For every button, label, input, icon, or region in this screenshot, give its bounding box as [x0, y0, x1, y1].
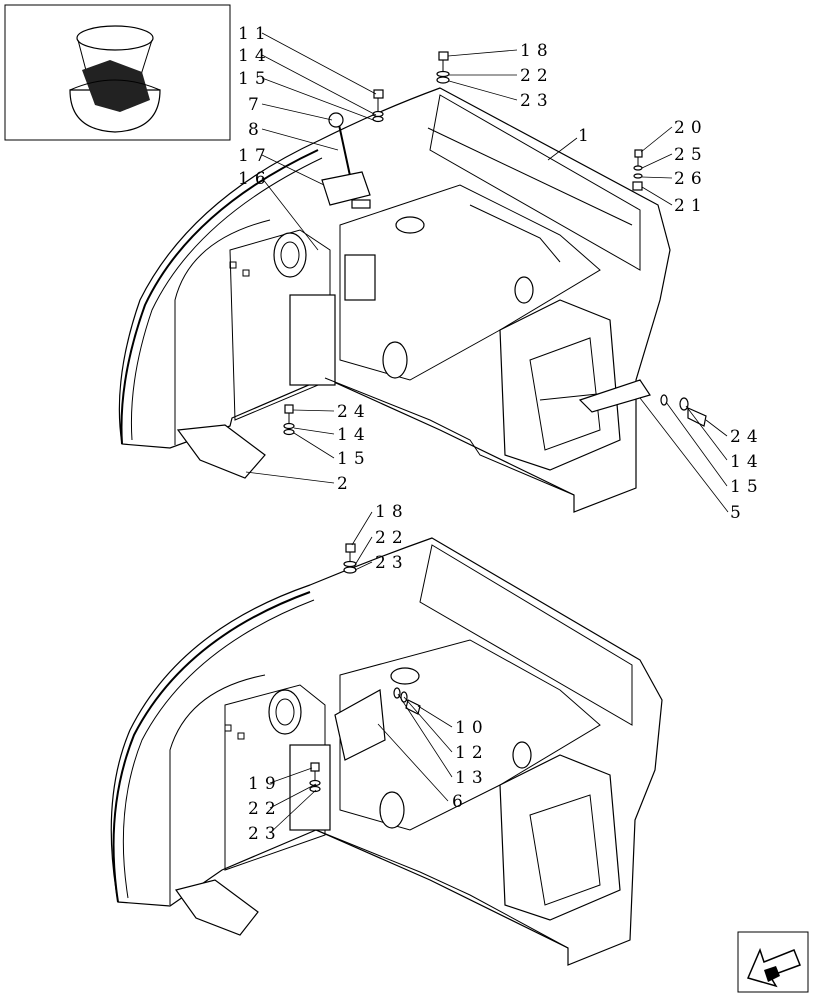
callout-label: 11 — [238, 24, 272, 44]
bolt-stack — [660, 394, 707, 427]
callout-label: 18 — [375, 502, 409, 522]
callout-label: 21 — [674, 196, 708, 216]
callout-label: 24 — [337, 402, 371, 422]
leader-lines — [245, 32, 729, 834]
callout-label: 23 — [375, 553, 409, 573]
callout-label: 14 — [238, 46, 272, 66]
callout-label: 15 — [730, 477, 764, 497]
callout-label: 19 — [248, 774, 282, 794]
bolt-stack — [283, 404, 295, 436]
callout-label: 22 — [248, 799, 282, 819]
bolt-stack — [436, 51, 450, 84]
callout-label: 15 — [337, 449, 371, 469]
callout-label: 23 — [248, 824, 282, 844]
cab-locator-thumbnail — [4, 4, 231, 141]
callout-label: 12 — [455, 743, 489, 763]
callout-label: 25 — [674, 145, 708, 165]
callout-label: 20 — [674, 118, 708, 138]
callout-label: 2 — [337, 474, 354, 494]
callout-label: 15 — [238, 69, 272, 89]
callout-label: 5 — [730, 503, 747, 523]
callout-label: 1 — [578, 126, 595, 146]
callout-label: 17 — [238, 146, 272, 166]
callout-label: 22 — [520, 66, 554, 86]
callout-label: 24 — [730, 427, 764, 447]
callout-labels: 11 14 15 7 8 17 16 18 22 23 1 20 25 26 2… — [238, 24, 764, 844]
next-page-arrow-icon[interactable] — [737, 931, 809, 993]
bolt-stack — [372, 89, 384, 123]
callout-label: 7 — [248, 95, 265, 115]
bolt-stack — [632, 149, 643, 191]
bolt-stack — [309, 762, 321, 793]
top-cab-frame-assembly — [118, 51, 707, 513]
callout-label: 8 — [248, 120, 265, 140]
callout-label: 22 — [375, 528, 409, 548]
callout-label: 14 — [730, 452, 764, 472]
callout-label: 16 — [238, 169, 272, 189]
callout-label: 18 — [520, 41, 554, 61]
callout-label: 26 — [674, 169, 708, 189]
bolt-stack — [343, 543, 357, 574]
callout-label: 10 — [455, 718, 489, 738]
bottom-cab-frame-assembly — [110, 537, 663, 966]
callout-label: 23 — [520, 91, 554, 111]
callout-label: 14 — [337, 425, 371, 445]
callout-label: 13 — [455, 768, 489, 788]
callout-label: 6 — [452, 792, 469, 812]
